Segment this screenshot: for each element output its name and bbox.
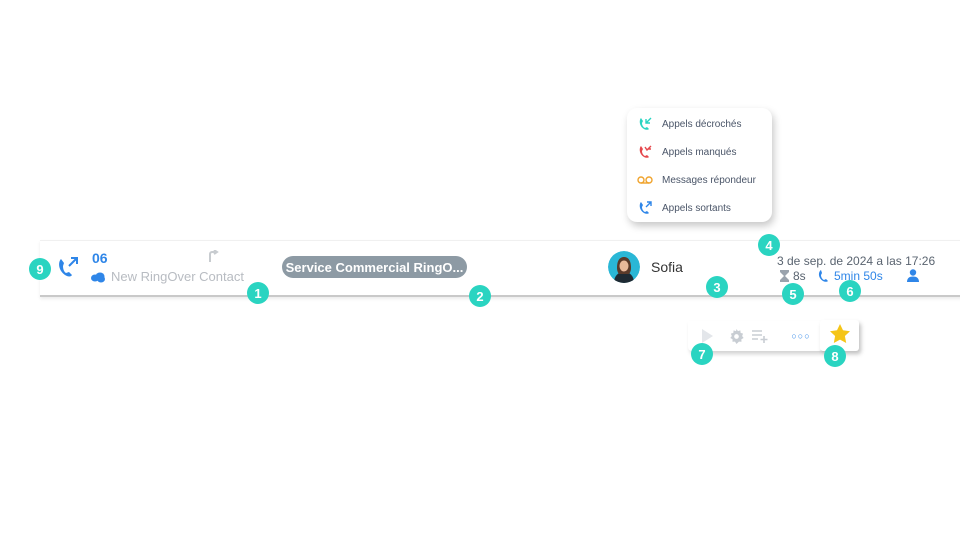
- legend-label: Appels sortants: [662, 202, 731, 214]
- agent-avatar: [608, 251, 640, 283]
- play-icon[interactable]: [699, 328, 715, 344]
- voicemail-icon: [635, 170, 655, 190]
- legend-label: Appels manqués: [662, 146, 737, 158]
- forward-icon: [207, 249, 219, 263]
- phone-icon: [818, 270, 829, 282]
- legend-item-outgoing: Appels sortants: [635, 198, 731, 218]
- call-log-row[interactable]: [40, 240, 960, 297]
- legend-item-missed: Appels manqués: [635, 142, 737, 162]
- callout-badge: 2: [469, 285, 491, 307]
- callout-badge: 1: [247, 282, 269, 304]
- outgoing-call-icon: [56, 255, 80, 279]
- call-actions-bar: ○○○: [688, 321, 823, 351]
- call-duration: 8s: [780, 269, 806, 283]
- contact-link[interactable]: New RingOver Contact: [90, 269, 244, 284]
- add-to-playlist-icon[interactable]: [752, 328, 768, 344]
- star-icon: [829, 323, 850, 348]
- legend-label: Appels décrochés: [662, 118, 742, 130]
- phone-number[interactable]: 06: [92, 250, 108, 266]
- legend-item-voicemail: Messages répondeur: [635, 170, 756, 190]
- callout-badge: 7: [691, 343, 713, 365]
- outgoing-call-icon: [635, 198, 655, 218]
- callout-badge: 3: [706, 276, 728, 298]
- salesforce-icon: [90, 271, 106, 283]
- user-icon[interactable]: [907, 269, 919, 282]
- callout-badge: 4: [758, 234, 780, 256]
- callout-badge: 8: [824, 345, 846, 367]
- callout-badge: 6: [839, 280, 861, 302]
- call-datetime: 3 de sep. de 2024 a las 17:26: [777, 254, 936, 268]
- hourglass-icon: [780, 270, 789, 282]
- contact-name: New RingOver Contact: [111, 269, 244, 284]
- call-type-legend: Appels décrochés Appels manqués Messages…: [627, 108, 772, 222]
- legend-label: Messages répondeur: [662, 174, 756, 186]
- talk-time-value: 5min 50s: [834, 269, 883, 283]
- callout-badge: 5: [782, 283, 804, 305]
- more-options-button[interactable]: ○○○: [791, 331, 811, 341]
- missed-call-icon: [635, 142, 655, 162]
- legend-item-answered: Appels décrochés: [635, 114, 742, 134]
- gear-icon[interactable]: [728, 328, 744, 344]
- incoming-call-icon: [635, 114, 655, 134]
- callout-badge: 9: [29, 258, 51, 280]
- team-tag[interactable]: Service Commercial RingO...: [282, 256, 467, 278]
- talk-time: 5min 50s: [818, 269, 883, 283]
- agent-name: Sofia: [651, 259, 683, 275]
- duration-value: 8s: [793, 269, 806, 283]
